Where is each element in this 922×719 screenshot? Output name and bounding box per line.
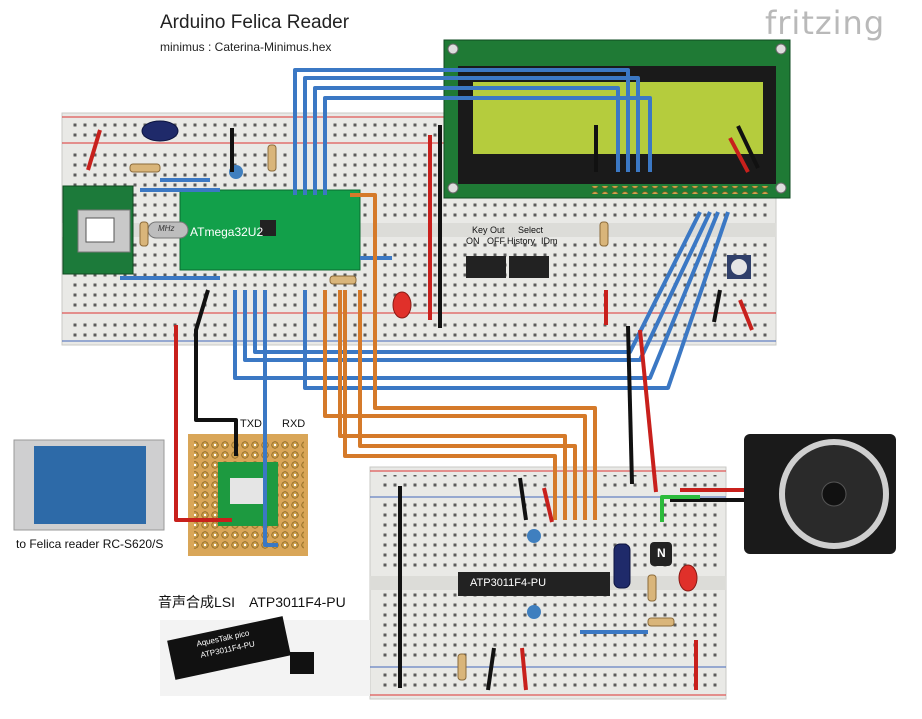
txd-label: TXD	[240, 418, 262, 430]
wires-red	[86, 129, 754, 691]
wires-blue	[120, 68, 730, 634]
crystal-label: MHz	[158, 224, 175, 233]
tts-chip-label: ATP3011F4-PU	[470, 577, 547, 589]
wires-green	[660, 495, 700, 522]
mcu-label: ATmega32U2	[190, 225, 264, 239]
rxd-label: RXD	[282, 418, 306, 430]
minimus-board	[62, 185, 361, 275]
select-switch-history: History	[507, 236, 536, 246]
page-subtitle: minimus : Caterina-Minimus.hex	[160, 40, 332, 54]
keyout-switch-title: Key Out	[472, 225, 505, 235]
tts-chip	[458, 572, 610, 596]
lsi-caption: 音声合成LSI ATP3011F4-PU	[158, 594, 346, 610]
wires-orange	[323, 193, 597, 520]
passive-components	[129, 120, 751, 681]
select-switch-idm: IDm	[541, 236, 558, 246]
fritzing-logo: fritzing	[765, 4, 886, 42]
slide-switches	[466, 256, 549, 278]
keyout-switch-off: OFF	[487, 236, 505, 246]
keyout-switch-on: ON	[466, 236, 480, 246]
transistor-label: N	[657, 546, 666, 560]
felica-caption: to Felica reader RC-S620/S	[16, 537, 164, 551]
lsi-chip-photo	[160, 616, 370, 696]
page-title: Arduino Felica Reader	[160, 12, 350, 33]
felica-reader-photo	[13, 439, 165, 531]
select-switch-title: Select	[518, 225, 544, 235]
perfboard	[188, 434, 308, 556]
speaker	[744, 434, 896, 554]
wires-black	[194, 125, 760, 691]
